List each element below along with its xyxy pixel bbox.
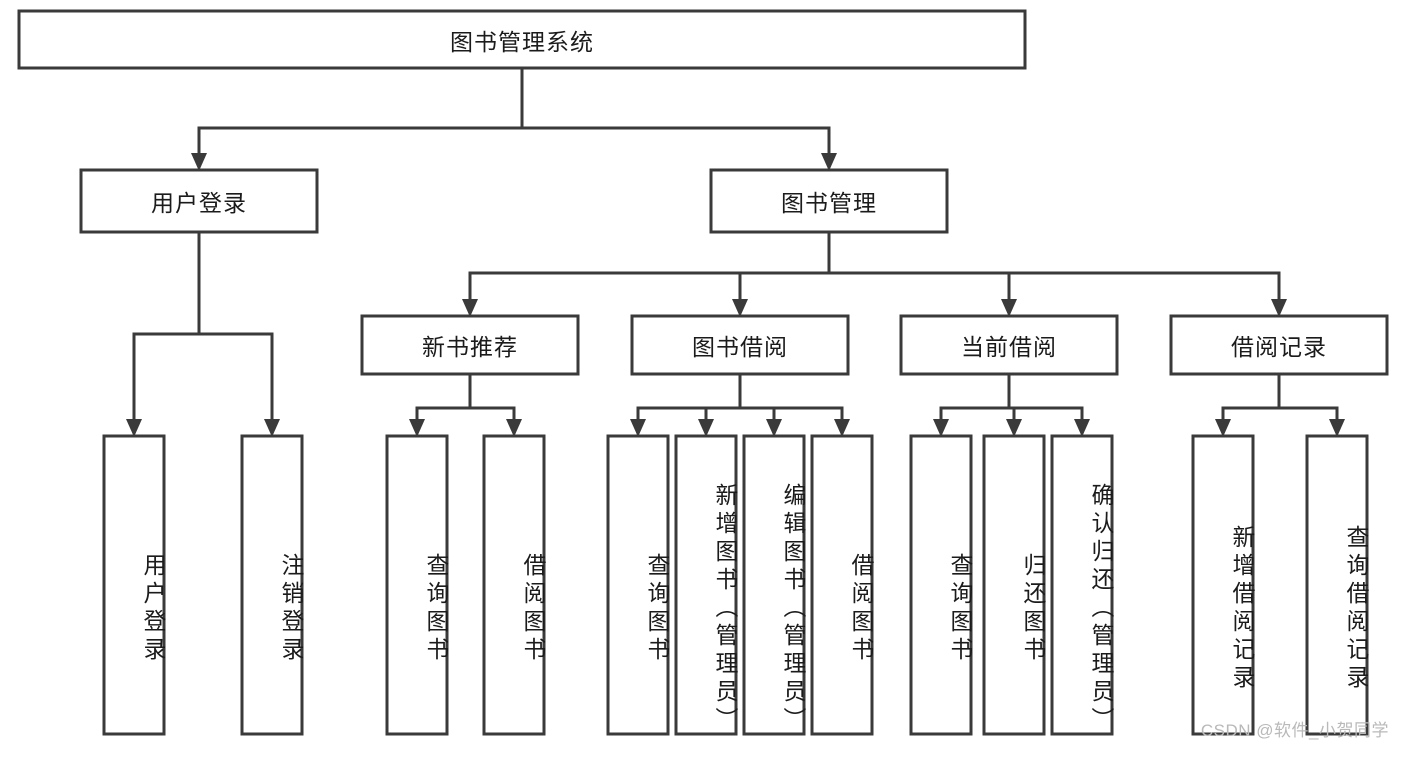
connector-layer bbox=[126, 68, 1345, 437]
connector-book-borrow-to-leaf-add-book bbox=[698, 374, 742, 437]
node-box-current-borrow[interactable] bbox=[899, 314, 1119, 376]
arrow-head-icon bbox=[126, 419, 142, 437]
arrow-head-icon bbox=[264, 419, 280, 437]
node-box-new-book-recommend[interactable] bbox=[360, 314, 580, 376]
connector-user-login-to-leaf-user-login bbox=[126, 232, 201, 437]
node-box-book-manage[interactable] bbox=[709, 168, 949, 234]
node-box-book-borrow[interactable] bbox=[630, 314, 850, 376]
node-box-leaf-borrow-book-1[interactable] bbox=[482, 434, 546, 736]
connector-root-to-user-login bbox=[191, 68, 524, 171]
node-box-root[interactable] bbox=[17, 9, 1027, 70]
connector-root-to-book-manage bbox=[520, 68, 837, 171]
arrow-head-icon bbox=[1006, 419, 1022, 437]
arrow-head-icon bbox=[766, 419, 782, 437]
node-box-leaf-confirm-return[interactable] bbox=[1050, 434, 1114, 736]
arrow-head-icon bbox=[698, 419, 714, 437]
node-box-leaf-query-book-1[interactable] bbox=[385, 434, 449, 736]
node-box-leaf-query-book-2[interactable] bbox=[606, 434, 670, 736]
connector-book-borrow-to-leaf-edit-book bbox=[738, 374, 782, 437]
connector-borrow-record-to-leaf-add-borrow-record bbox=[1215, 374, 1281, 437]
arrow-head-icon bbox=[834, 419, 850, 437]
node-box-leaf-return-book[interactable] bbox=[982, 434, 1046, 736]
arrow-head-icon bbox=[409, 419, 425, 437]
connector-new-book-recommend-to-leaf-query-book-1 bbox=[409, 374, 472, 437]
arrow-head-icon bbox=[1074, 419, 1090, 437]
arrow-head-icon bbox=[462, 299, 478, 317]
node-box-user-login[interactable] bbox=[79, 168, 319, 234]
connector-book-manage-to-book-borrow bbox=[732, 232, 831, 317]
connector-book-borrow-to-leaf-query-book-2 bbox=[630, 374, 742, 437]
node-box-borrow-record[interactable] bbox=[1169, 314, 1389, 376]
node-box-layer bbox=[17, 9, 1389, 736]
connector-book-manage-to-borrow-record bbox=[827, 232, 1287, 317]
node-box-leaf-user-login[interactable] bbox=[102, 434, 166, 736]
node-box-leaf-add-book[interactable] bbox=[674, 434, 738, 736]
arrow-head-icon bbox=[630, 419, 646, 437]
arrow-head-icon bbox=[191, 153, 207, 171]
arrow-head-icon bbox=[1329, 419, 1345, 437]
arrow-head-icon bbox=[732, 299, 748, 317]
arrow-head-icon bbox=[933, 419, 949, 437]
node-box-leaf-add-borrow-record[interactable] bbox=[1191, 434, 1255, 736]
arrow-head-icon bbox=[1271, 299, 1287, 317]
arrow-head-icon bbox=[1215, 419, 1231, 437]
connector-current-borrow-to-leaf-confirm-return bbox=[1007, 374, 1090, 437]
arrow-head-icon bbox=[821, 153, 837, 171]
node-box-leaf-query-borrow-record[interactable] bbox=[1305, 434, 1369, 736]
connector-book-borrow-to-leaf-borrow-book-2 bbox=[738, 374, 850, 437]
node-box-leaf-edit-book[interactable] bbox=[742, 434, 806, 736]
node-box-leaf-borrow-book-2[interactable] bbox=[810, 434, 874, 736]
node-box-leaf-query-book-3[interactable] bbox=[909, 434, 973, 736]
connector-current-borrow-to-leaf-query-book-3 bbox=[933, 374, 1011, 437]
arrow-head-icon bbox=[506, 419, 522, 437]
connector-user-login-to-leaf-logout bbox=[197, 232, 280, 437]
node-box-leaf-logout[interactable] bbox=[240, 434, 304, 736]
connector-borrow-record-to-leaf-query-borrow-record bbox=[1277, 374, 1345, 437]
connector-new-book-recommend-to-leaf-borrow-book-1 bbox=[468, 374, 522, 437]
arrow-head-icon bbox=[1001, 299, 1017, 317]
